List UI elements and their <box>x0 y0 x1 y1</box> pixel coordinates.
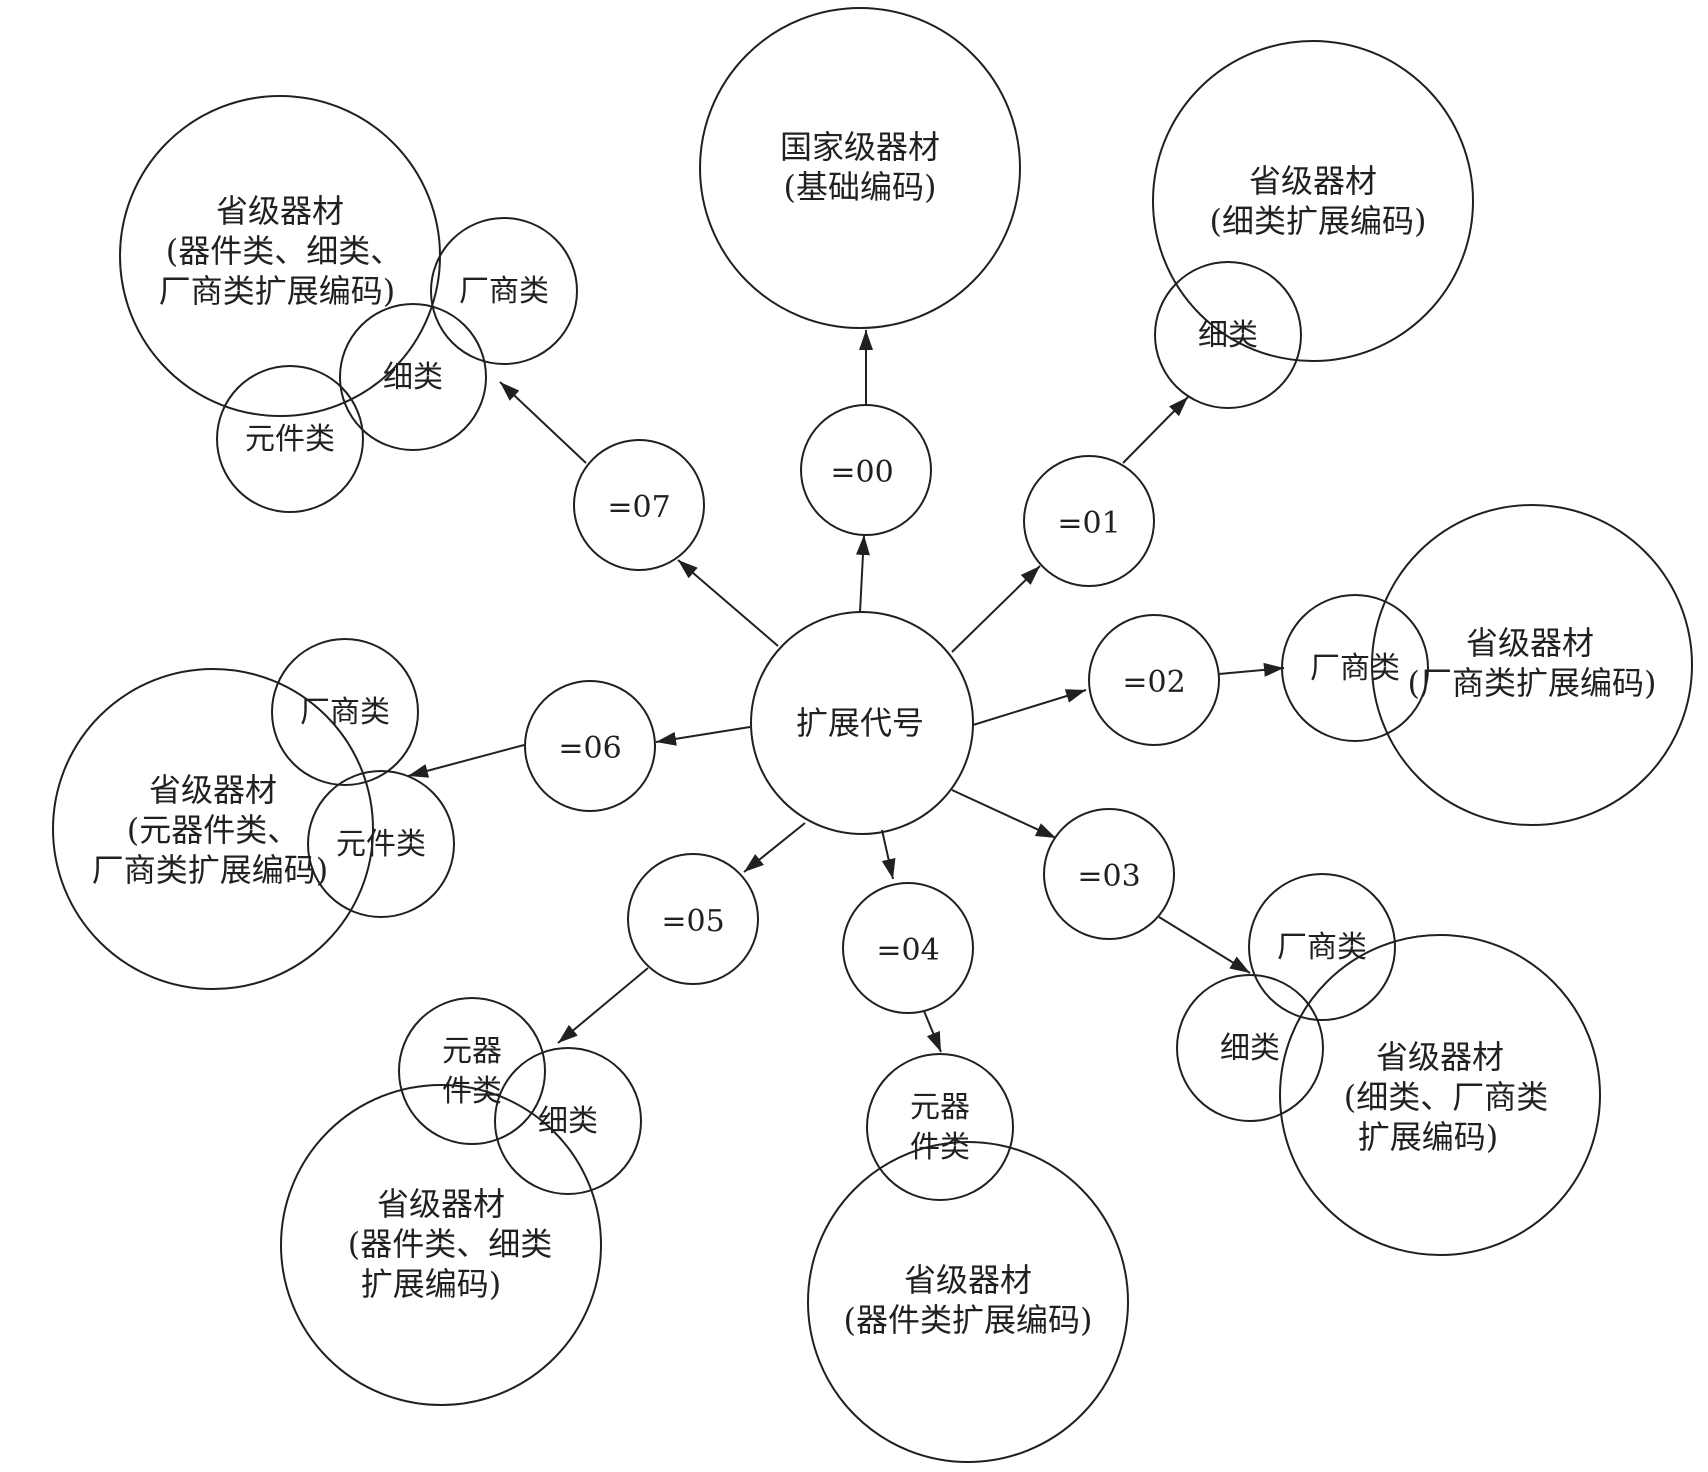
code-node-03 <box>1043 808 1175 940</box>
national-line2: (基础编码) <box>784 168 937 206</box>
code-06-label: =06 <box>558 731 621 766</box>
branch-01: 省级器材 (细类扩展编码) 细类 <box>1152 40 1474 409</box>
provincial-04-line2: (器件类扩展编码) <box>844 1301 1093 1339</box>
sub-element-06-circle <box>307 770 455 918</box>
edge-02-target <box>1218 662 1285 677</box>
sub-vendor-07-circle <box>430 217 578 365</box>
edge-07-target <box>499 381 587 464</box>
sub-vendor-06-label: 厂商类 <box>300 695 390 730</box>
sub-vendor-02-label: 厂商类 <box>1310 651 1400 686</box>
edge-center-00 <box>855 534 870 613</box>
code-02-label: =02 <box>1122 665 1185 700</box>
branch-04: 元器 件类 省级器材 (器件类扩展编码) <box>807 1053 1129 1463</box>
sub-element-07-label: 元件类 <box>245 422 335 457</box>
sub-component-04-circle <box>866 1053 1014 1201</box>
sub-detail-01-circle <box>1154 261 1302 409</box>
provincial-05-line2: (器件类、细类 <box>348 1225 553 1263</box>
provincial-03-line1: 省级器材 <box>1376 1038 1504 1076</box>
provincial-07-line2: (器件类、细类、 <box>166 232 403 270</box>
sub-detail-05-label: 细类 <box>538 1104 598 1139</box>
code-07-label: =07 <box>607 490 670 525</box>
center-circle <box>750 611 974 835</box>
code-node-04 <box>842 882 974 1014</box>
sub-component-05-label-a: 元器 <box>442 1034 502 1069</box>
edge-center-02 <box>972 689 1087 726</box>
provincial-04-line1: 省级器材 <box>904 1261 1032 1299</box>
provincial-02-line2: (厂商类扩展编码) <box>1408 664 1657 702</box>
sub-component-05-label-b: 件类 <box>442 1074 502 1109</box>
provincial-06-line3: 厂商类扩展编码) <box>92 851 329 889</box>
provincial-06-circle <box>52 668 374 990</box>
sub-vendor-03-circle <box>1248 873 1396 1021</box>
national-line1: 国家级器材 <box>780 128 940 166</box>
edge-04-target <box>923 1010 942 1053</box>
provincial-01-line1: 省级器材 <box>1249 162 1377 200</box>
sub-vendor-07-label: 厂商类 <box>459 274 549 309</box>
provincial-05-line3: 扩展编码) <box>361 1265 502 1303</box>
branch-06: 厂商类 元件类 省级器材 (元器件类、 厂商类扩展编码) <box>52 638 455 990</box>
code-05-label: =05 <box>661 904 724 939</box>
edge-center-06 <box>655 726 751 746</box>
sub-component-05-circle <box>398 997 546 1145</box>
code-node-02 <box>1088 614 1220 746</box>
sub-detail-07-label: 细类 <box>383 360 443 395</box>
provincial-05-line1: 省级器材 <box>377 1185 505 1223</box>
code-03-label: =03 <box>1077 859 1140 894</box>
provincial-03-line2: (细类、厂商类 <box>1344 1078 1549 1116</box>
national-equipment-circle <box>699 7 1021 329</box>
sub-vendor-02-circle <box>1281 594 1429 742</box>
edge-center-04 <box>881 829 896 880</box>
provincial-01-line2: (细类扩展编码) <box>1210 202 1427 240</box>
provincial-02-line1: 省级器材 <box>1466 624 1594 662</box>
code-node-06 <box>524 680 656 812</box>
code-node-05 <box>627 853 759 985</box>
provincial-07-line1: 省级器材 <box>216 192 344 230</box>
sub-detail-05-circle <box>494 1047 642 1195</box>
code-nodes: =00 =01 =02 =03 =04 =05 =06 =07 <box>524 404 1220 1014</box>
sub-element-07-circle <box>216 365 364 513</box>
sub-detail-01-label: 细类 <box>1198 318 1258 353</box>
branch-02: 厂商类 省级器材 (厂商类扩展编码) <box>1281 504 1693 826</box>
edge-center-03 <box>951 789 1057 839</box>
branch-00-national: 国家级器材 (基础编码) <box>699 7 1021 329</box>
center-label: 扩展代号 <box>796 704 924 742</box>
edges <box>407 330 1285 1053</box>
provincial-06-line1: 省级器材 <box>149 771 277 809</box>
edge-06-target <box>407 744 525 778</box>
edge-03-target <box>1158 916 1251 974</box>
sub-vendor-06-circle <box>271 638 419 786</box>
sub-component-04-label-a: 元器 <box>910 1090 970 1125</box>
sub-detail-03-circle <box>1176 974 1324 1122</box>
edge-center-05 <box>743 822 806 873</box>
sub-element-06-label: 元件类 <box>336 827 426 862</box>
branch-05: 元器 件类 细类 省级器材 (器件类、细类 扩展编码) <box>280 997 642 1406</box>
code-04-label: =04 <box>876 933 939 968</box>
edge-05-target <box>557 967 649 1044</box>
edge-center-07 <box>677 559 779 647</box>
provincial-02-circle <box>1371 504 1693 826</box>
provincial-06-line2: (元器件类、 <box>127 811 300 849</box>
branch-07: 厂商类 细类 元件类 省级器材 (器件类、细类、 厂商类扩展编码) <box>119 95 578 513</box>
provincial-01-circle <box>1152 40 1474 362</box>
code-node-01 <box>1023 455 1155 587</box>
sub-detail-03-label: 细类 <box>1220 1031 1280 1066</box>
sub-vendor-03-label: 厂商类 <box>1277 930 1367 965</box>
code-00-label: =00 <box>830 455 893 490</box>
provincial-03-line3: 扩展编码) <box>1358 1118 1499 1156</box>
edge-01-target <box>1122 396 1189 464</box>
sub-component-04-label-b: 件类 <box>910 1130 970 1165</box>
provincial-07-line3: 厂商类扩展编码) <box>159 272 396 310</box>
center-node: 扩展代号 <box>750 611 974 835</box>
code-node-00 <box>800 404 932 536</box>
sub-detail-07-circle <box>339 303 487 451</box>
code-node-07 <box>573 439 705 571</box>
code-01-label: =01 <box>1057 506 1120 541</box>
edge-center-01 <box>951 565 1041 653</box>
branch-03: 厂商类 细类 省级器材 (细类、厂商类 扩展编码) <box>1176 873 1601 1256</box>
provincial-04-circle <box>807 1141 1129 1463</box>
provincial-03-circle <box>1279 934 1601 1256</box>
provincial-05-circle <box>280 1084 602 1406</box>
